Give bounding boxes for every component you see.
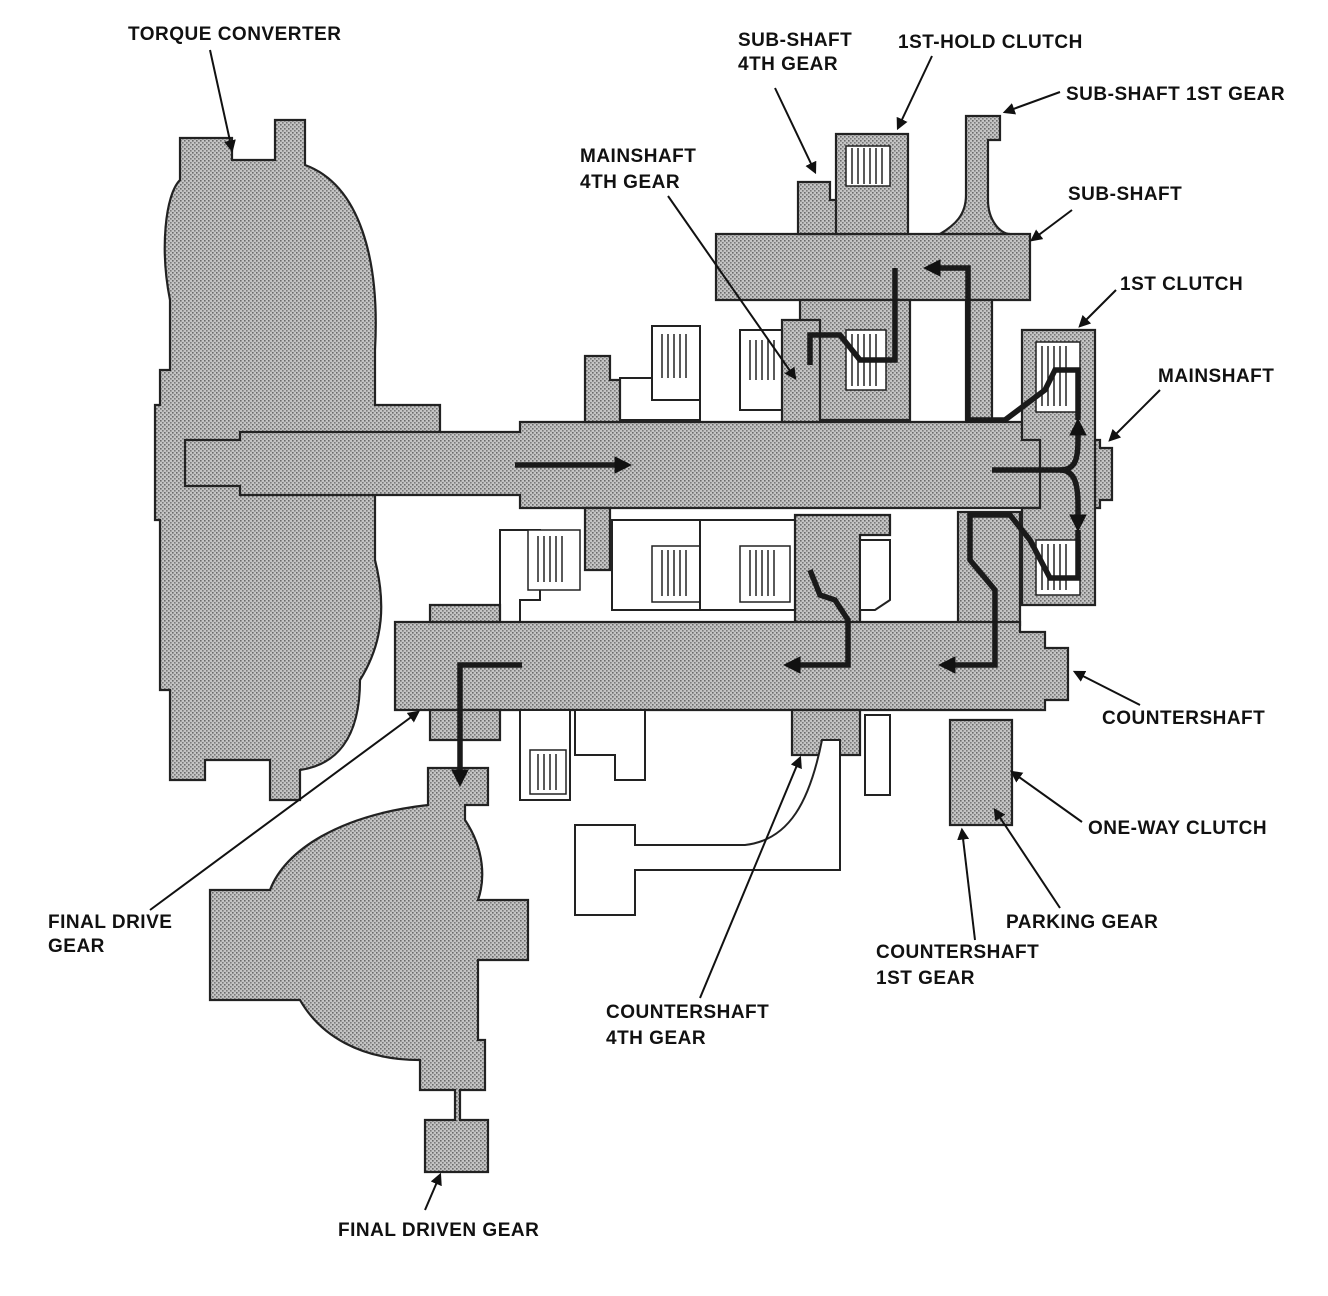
leader-parking-gear — [993, 807, 1061, 909]
power-flow-path — [451, 259, 1087, 788]
label-sub-shaft-4th-gear-line1: SUB-SHAFT — [738, 30, 852, 51]
leader-one-way-clutch — [1010, 770, 1083, 823]
label-countershaft-4th-gear-line1: COUNTERSHAFT — [606, 1002, 769, 1023]
leader-lines — [149, 49, 1161, 1211]
final-driven-gear-part — [208, 766, 530, 1174]
leader-mainshaft — [1108, 389, 1161, 442]
leader-final-drive-gear — [149, 710, 420, 911]
leader-final-driven-gear — [424, 1172, 442, 1211]
leader-mainshaft-4th-gear — [667, 195, 797, 380]
mainshaft-part — [183, 420, 1114, 510]
label-countershaft: COUNTERSHAFT — [1102, 708, 1265, 729]
label-mainshaft: MAINSHAFT — [1158, 366, 1274, 387]
leader-countershaft-4th-gear — [699, 755, 802, 999]
label-torque-converter: TORQUE CONVERTER — [128, 24, 342, 45]
mainshaft-clutch-packs — [583, 318, 822, 424]
labels: TORQUE CONVERTER SUB-SHAFT 4TH GEAR 1ST-… — [48, 24, 1285, 1241]
leader-countershaft — [1072, 670, 1141, 706]
label-sub-shaft-1st-gear: SUB-SHAFT 1ST GEAR — [1066, 84, 1285, 105]
countershaft-clutch-packs — [499, 506, 1022, 627]
label-one-way-clutch: ONE-WAY CLUTCH — [1088, 818, 1267, 839]
label-1st-clutch: 1ST CLUTCH — [1120, 274, 1243, 295]
label-final-drive-gear-line2: GEAR — [48, 936, 105, 957]
label-mainshaft-4th-gear-line2: 4TH GEAR — [580, 172, 680, 193]
leader-1st-clutch — [1078, 289, 1117, 328]
sub-shaft-part — [714, 114, 1032, 422]
label-parking-gear: PARKING GEAR — [1006, 912, 1158, 933]
label-countershaft-1st-gear-line1: COUNTERSHAFT — [876, 942, 1039, 963]
label-countershaft-1st-gear-line2: 1ST GEAR — [876, 968, 975, 989]
label-sub-shaft-4th-gear-line2: 4TH GEAR — [738, 54, 838, 75]
leader-sub-shaft-1st-gear — [1002, 91, 1061, 115]
label-final-driven-gear: FINAL DRIVEN GEAR — [338, 1220, 539, 1241]
leader-sub-shaft — [1030, 209, 1073, 242]
label-sub-shaft: SUB-SHAFT — [1068, 184, 1182, 205]
label-1st-hold-clutch: 1ST-HOLD CLUTCH — [898, 32, 1083, 53]
leader-sub-shaft-4th-gear — [774, 87, 817, 175]
countershaft-gears — [428, 603, 1014, 916]
label-final-drive-gear-line1: FINAL DRIVE — [48, 912, 172, 933]
leader-torque-converter — [209, 49, 236, 153]
leader-1st-hold-clutch — [896, 55, 933, 131]
leader-countershaft-1st-gear — [957, 827, 976, 941]
label-countershaft-4th-gear-line2: 4TH GEAR — [606, 1028, 706, 1049]
label-mainshaft-4th-gear-line1: MAINSHAFT — [580, 146, 696, 167]
